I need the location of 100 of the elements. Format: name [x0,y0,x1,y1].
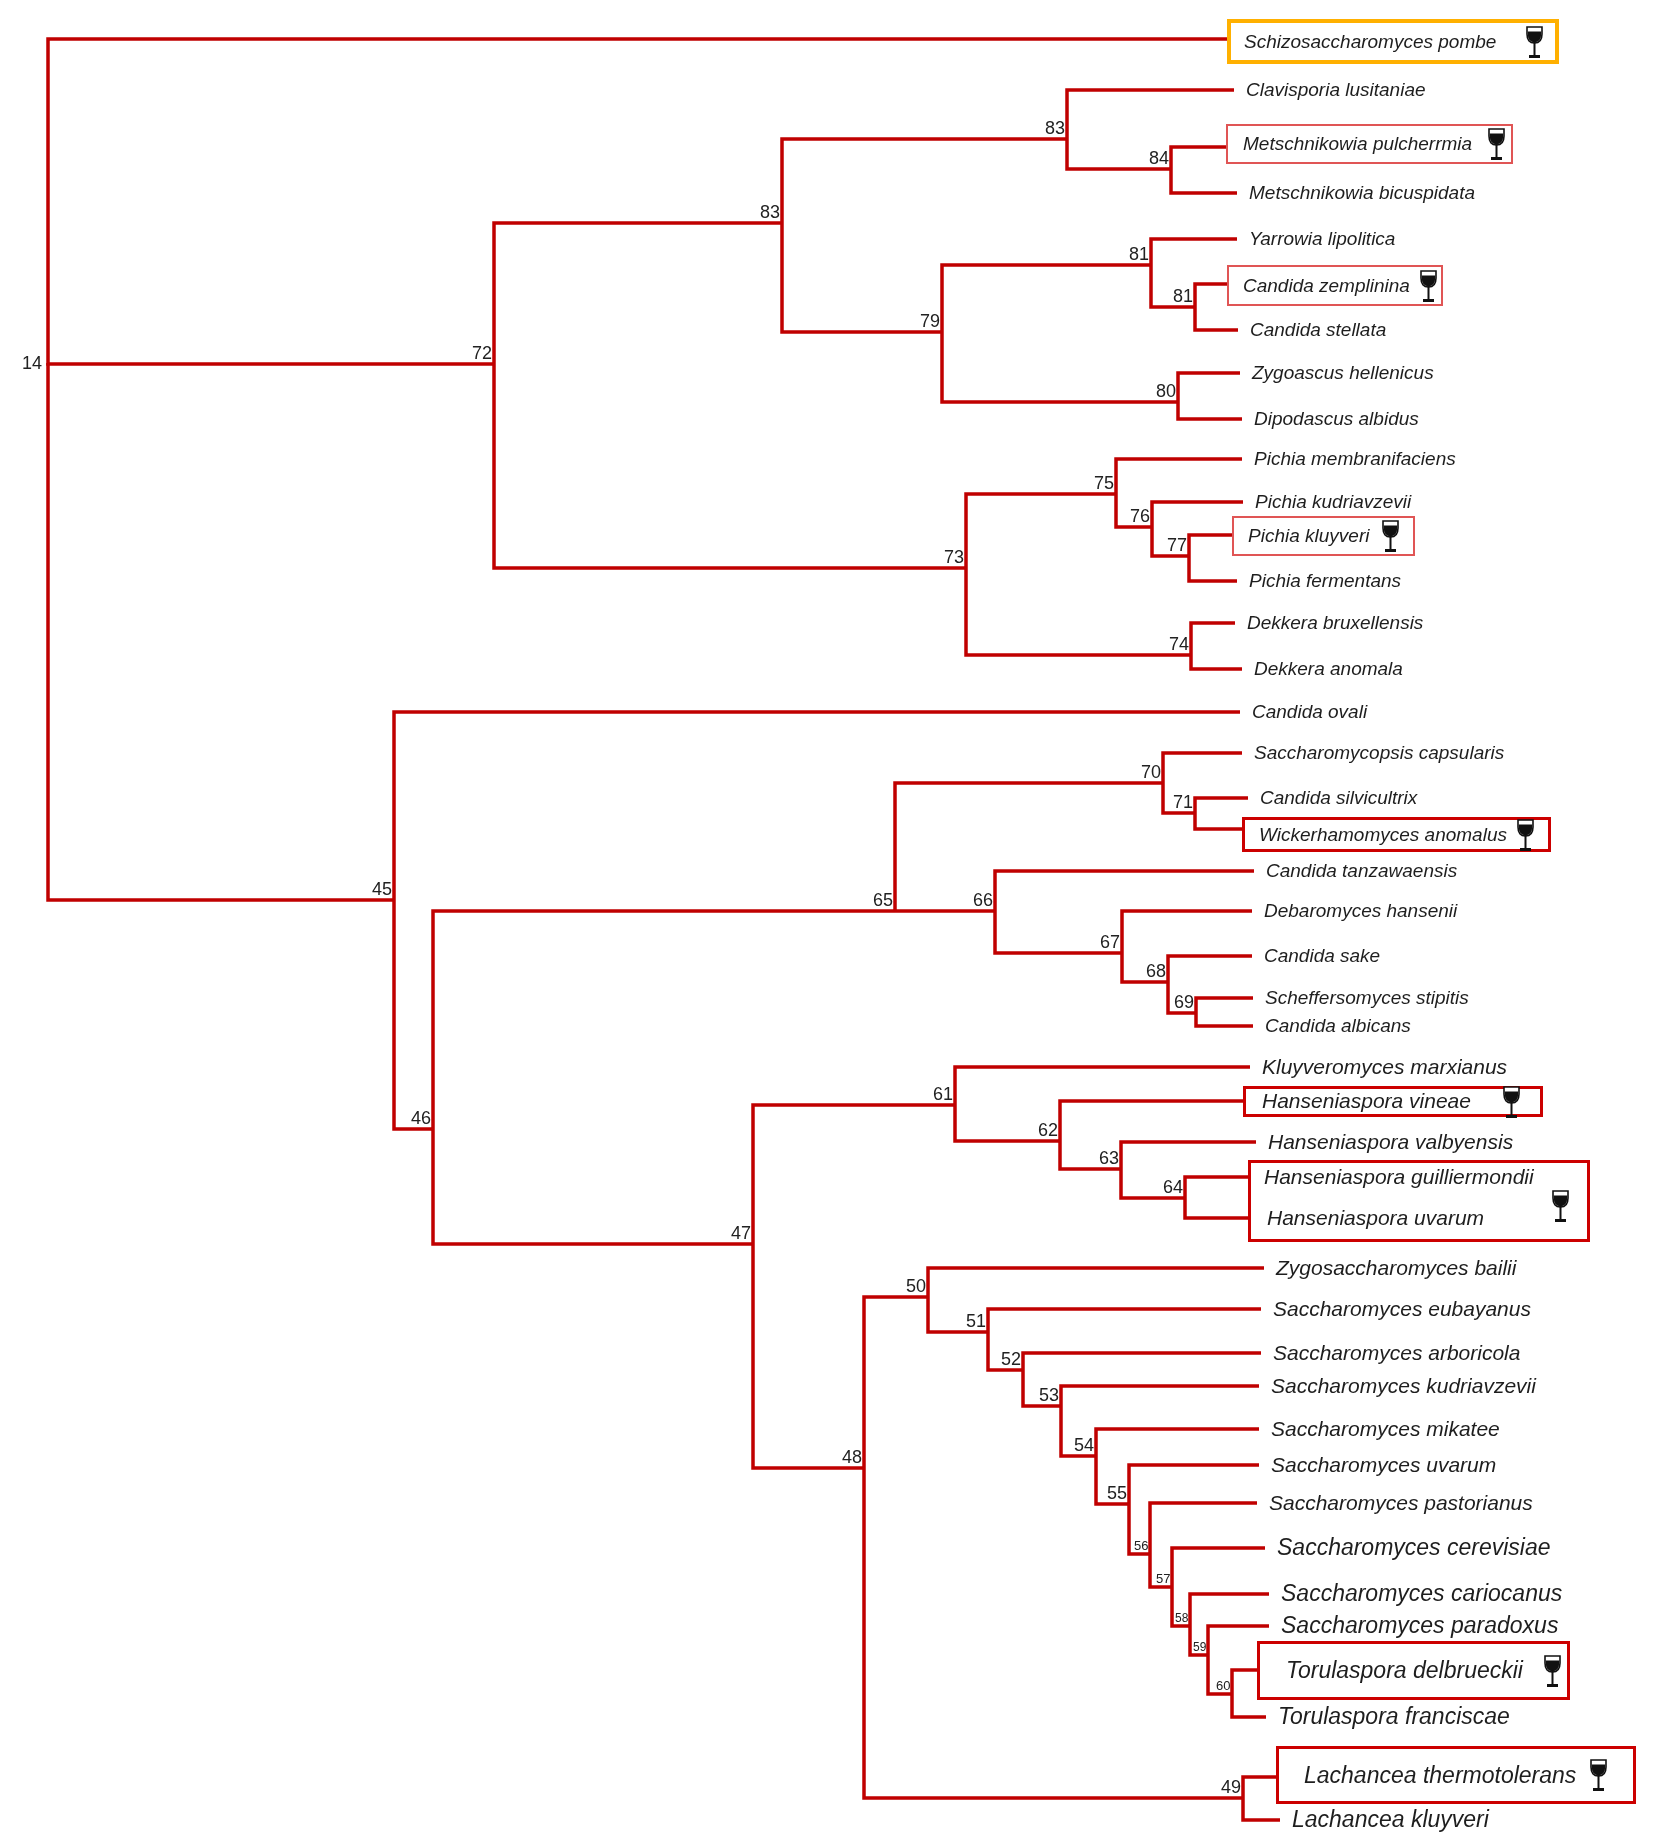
species-name: Wickerhamomyces anomalus [1259,823,1507,846]
branch-number: 81 [1129,245,1152,265]
tree-branch [780,137,1067,223]
species-name: Saccharomyces kudriavzevii [1259,1373,1536,1399]
tree-branch [964,568,1191,657]
tree-branch [1206,1624,1269,1655]
branch-number: 66 [973,891,996,911]
branch-number: 54 [1074,1436,1097,1456]
tree-branch [1065,88,1234,139]
branch-number: 70 [1141,763,1164,783]
tree-branch [751,1103,955,1244]
tree-branch [1058,1099,1243,1141]
tree-branch [1127,1504,1150,1556]
species-name: Hanseniaspora valbyensis [1256,1129,1514,1155]
tree-branch [1161,751,1242,783]
species-name: Saccharomyces cerevisiae [1265,1534,1551,1562]
species-name: Scheffersomyces stipitis [1253,986,1469,1010]
tree-branch [953,1065,1250,1105]
species-name: Saccharomyces paradoxus [1269,1612,1559,1640]
branch-number: 83 [760,203,783,223]
species-name: Saccharomyces arboricola [1261,1340,1521,1366]
branch-number: 51 [966,1312,989,1332]
tree-branch [492,221,782,364]
branch-number: 14 [22,354,49,372]
species-name: Candida ovali [1240,700,1368,724]
species-name: Pichia fermentans [1237,569,1402,593]
branch-number: 73 [944,548,967,568]
tree-branch [862,1468,1243,1800]
species-name: Lachancea thermotolerans [1304,1761,1577,1789]
species-name: Yarrowia lipolitica [1237,227,1396,251]
branch-number: 80 [1156,382,1179,402]
tree-branch [964,492,1116,568]
branch-number: 81 [1173,287,1196,307]
tree-branch [1189,655,1242,671]
species-name: Saccharomyces pastorianus [1257,1490,1533,1516]
tree-branch [926,1266,1264,1297]
tree-branch [895,909,995,913]
branch-number: 72 [472,344,495,364]
species-name: Saccharomyces eubayanus [1261,1296,1531,1322]
tree-branch [1065,139,1171,171]
branch-number: 48 [842,1448,865,1468]
tree-branch [1194,996,1253,1013]
species-name: Debaromyces hansenii [1252,899,1458,923]
tree-branch [46,37,1227,363]
tree-branch [1161,783,1195,815]
species-name: Candida silvicultrix [1248,786,1418,810]
tree-branch [1150,527,1189,558]
tree-branch [1188,1592,1269,1626]
species-name: Candida zemplinina [1243,274,1410,297]
species-name: Hanseniaspora guilliermondii [1251,1164,1534,1190]
tree-branch [1193,796,1248,813]
branch-number: 69 [1174,993,1197,1013]
species-name: Torulaspora franciscae [1266,1703,1510,1731]
species-name: Zygoascus hellenicus [1240,361,1434,385]
species-name: Clavisporia lusitaniae [1234,78,1426,102]
species-name: Hanseniaspora uvarum [1251,1205,1485,1231]
branch-number: 58 [1175,1612,1191,1626]
tree-branch [1206,1655,1232,1696]
tree-branch [1193,307,1238,332]
tree-branch [431,1129,753,1246]
tree-branch [751,1244,864,1470]
tree-branch [893,781,1163,911]
tree-branch [1241,1775,1276,1798]
species-name: Candida albicans [1253,1014,1411,1038]
species-box [1257,1641,1570,1700]
branch-number: 50 [906,1277,929,1297]
branch-number: 74 [1169,635,1192,655]
tree-branch [1059,1384,1259,1406]
species-name: Dekkera bruxellensis [1235,611,1424,635]
species-box [1276,1746,1636,1804]
tree-branch [1176,371,1240,402]
species-name: Hanseniaspora vineae [1262,1089,1471,1114]
branch-number: 76 [1130,507,1153,527]
species-name: Schizosaccharomyces pombe [1244,30,1497,53]
species-box [1227,265,1443,306]
tree-branch [1169,145,1226,169]
tree-branch [1187,533,1232,556]
branch-number: 65 [873,891,896,911]
tree-branch [1127,1463,1259,1504]
species-box [1243,1086,1543,1117]
tree-branch [1021,1370,1061,1408]
tree-branch [1241,1798,1280,1822]
species-box [1227,19,1559,64]
tree-branch [1183,1175,1251,1198]
tree-branch [46,363,394,902]
branch-number: 67 [1100,933,1123,953]
branch-number: 47 [731,1224,754,1244]
tree-branch [492,364,966,570]
species-name: Saccharomycopsis capsularis [1242,741,1505,765]
tree-branch [1176,402,1242,421]
tree-branch [392,900,433,1131]
branch-number: 71 [1173,793,1196,813]
tree-branch [1189,621,1235,655]
branch-number: 68 [1146,962,1169,982]
branch-number: 59 [1193,1641,1209,1655]
tree-branch [1148,1501,1257,1554]
tree-branch [862,1295,928,1468]
tree-branch [993,869,1254,911]
tree-branch [993,911,1122,955]
species-box [1248,1160,1590,1242]
